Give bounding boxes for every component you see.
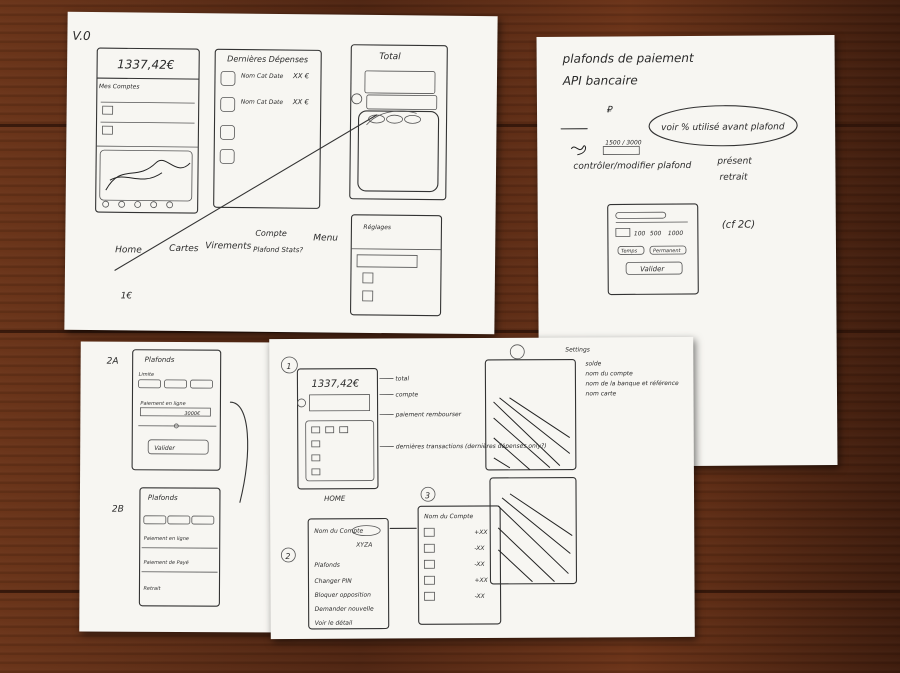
svg-text:nom de la banque et référence: nom de la banque et référence (585, 380, 679, 387)
chip (615, 227, 631, 237)
limits-title: plafonds de paiement (562, 51, 695, 66)
sketch-sheet-home-flow: 1 1337,42€ HOME total compte paiement re… (269, 336, 695, 640)
accounts-label: Mes Comptes (99, 83, 140, 90)
svg-text:+XX: +XX (474, 577, 488, 584)
svg-text:Changer PIN: Changer PIN (314, 578, 352, 585)
svg-text:Temps: Temps (621, 248, 638, 254)
svg-text:-XX: -XX (475, 593, 486, 600)
svg-text:XYZA: XYZA (355, 542, 372, 549)
svg-text:Paiement en ligne: Paiement en ligne (144, 536, 189, 542)
flow-home: Home (115, 245, 142, 255)
home-label: HOME (324, 495, 346, 503)
flow-limits-stats: Plafond Stats? (253, 246, 303, 255)
svg-text:dernières transactions (derniè: dernières transactions (dernières dépens… (396, 443, 547, 451)
reference-note: (cf 2C) (722, 220, 755, 231)
step-badge-1: 1 (286, 362, 291, 371)
svg-text:Paiement de Payé: Paiement de Payé (144, 559, 189, 566)
svg-text:-XX: -XX (474, 545, 485, 552)
svg-text:nom carte: nom carte (585, 390, 616, 397)
flow-cards: Cartes (169, 244, 199, 254)
home-balance: 1337,42€ (311, 379, 359, 390)
svg-text:compte: compte (395, 391, 418, 398)
step-badge-2: 2 (285, 552, 290, 561)
svg-text:Voir le détail: Voir le détail (315, 620, 353, 627)
validate-label: Valider (640, 265, 665, 273)
expense-item-label: Nom Cat Date (241, 73, 284, 80)
svg-text:₽: ₽ (606, 106, 613, 116)
svg-text:100: 100 (634, 230, 646, 237)
svg-text:solde: solde (585, 360, 601, 367)
option-withdrawal: retrait (719, 173, 748, 183)
svg-text:Retrait: Retrait (143, 586, 161, 592)
flow-menu: Menu (313, 233, 338, 243)
svg-text:paiement rembourser: paiement rembourser (395, 411, 462, 418)
svg-text:XX €: XX € (292, 98, 310, 106)
svg-text:3000€: 3000€ (184, 411, 201, 417)
last-expenses-title: Dernières Dépenses (227, 53, 308, 64)
svg-text:Plafonds: Plafonds (148, 494, 178, 502)
svg-text:Limite: Limite (139, 372, 155, 378)
svg-text:Valider: Valider (154, 445, 175, 452)
svg-text:Plafonds: Plafonds (314, 562, 340, 569)
control-modify-label: contrôler/modifier plafond (573, 160, 691, 172)
svg-text:Paiement en ligne: Paiement en ligne (140, 401, 185, 407)
settings-label: Réglages (363, 224, 391, 231)
svg-text:Settings: Settings (565, 346, 590, 353)
sketch-sheet-limit-variants: 2A 2B Plafonds Limite Paiement en ligne … (79, 341, 291, 633)
progress-label: 1500 / 3000 (605, 139, 642, 146)
svg-text:XX €: XX € (292, 72, 310, 80)
expense-item-label: Nom Cat Date (241, 99, 284, 106)
svg-text:+XX: +XX (474, 529, 488, 536)
svg-text:1000: 1000 (668, 230, 684, 237)
step-badge-3: 3 (425, 491, 430, 500)
version-label: V.0 (72, 29, 91, 43)
svg-text:Nom du Compte: Nom du Compte (314, 528, 363, 535)
balance-text: 1337,42€ (117, 57, 175, 72)
svg-text:1€: 1€ (121, 291, 133, 301)
flow-transfers: Virements (205, 241, 252, 251)
variant-2b: 2B (112, 505, 124, 515)
flow-account: Compte (255, 229, 287, 238)
bank-api-title: API bancaire (562, 73, 638, 88)
total-title: Total (379, 52, 401, 62)
svg-text:500: 500 (650, 230, 662, 237)
sketch-sheet-payment-limits: plafonds de paiement API bancaire ₽ voir… (536, 34, 838, 468)
sketch-sheet-main-screens: V.0 1337,42€ Mes Comptes Dernières Dépen… (64, 11, 498, 335)
svg-text:Bloquer opposition: Bloquer opposition (315, 592, 372, 599)
option-present: présent (716, 156, 752, 167)
svg-text:total: total (395, 375, 409, 382)
svg-text:Permanent: Permanent (653, 248, 682, 254)
svg-text:nom du compte: nom du compte (585, 370, 633, 377)
variant-2a: 2A (107, 357, 119, 367)
percent-used-note: voir % utilisé avant plafond (661, 121, 785, 133)
plafonds-title: Plafonds (145, 356, 175, 364)
svg-text:Nom du Compte: Nom du Compte (424, 513, 473, 520)
svg-text:-XX: -XX (474, 561, 485, 568)
svg-text:Demander nouvelle: Demander nouvelle (315, 606, 374, 613)
